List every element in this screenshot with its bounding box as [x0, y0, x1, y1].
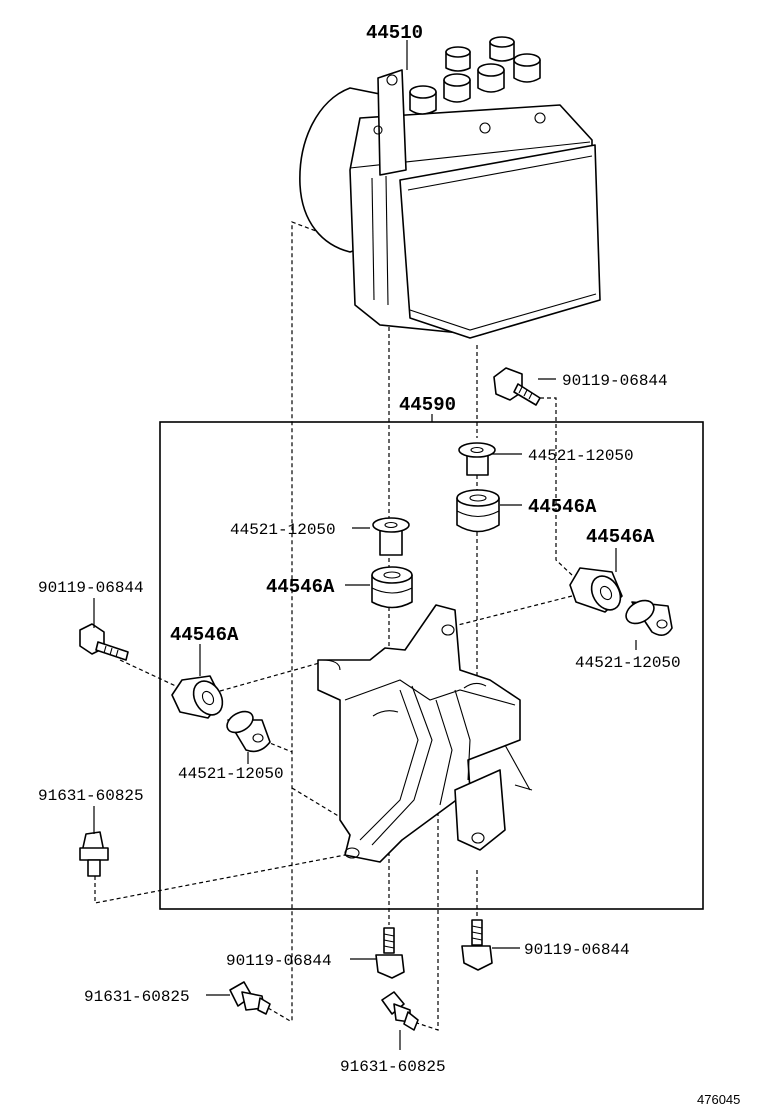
label-cushion-right: 44546A: [586, 526, 655, 548]
label-cushion-top: 44546A: [528, 496, 597, 518]
mounting-bracket: [317, 604, 533, 863]
label-screw-left: 91631-60825: [38, 787, 144, 805]
actuator-ports: [409, 36, 541, 115]
label-collar-top: 44521-12050: [528, 447, 634, 465]
label-actuator: 44510: [366, 22, 423, 44]
screw-left: [79, 831, 109, 877]
abs-actuator: [299, 36, 601, 339]
bolt-bottom-mid: [375, 927, 405, 979]
bolt-top-right: [493, 367, 541, 406]
collar-top: [458, 442, 496, 476]
screw-bottom-mid: [381, 991, 419, 1031]
cushion-left: [171, 675, 224, 719]
label-collar-right: 44521-12050: [575, 654, 681, 672]
label-cushion-left: 44546A: [170, 624, 239, 646]
label-screw-bottom-mid: 91631-60825: [340, 1058, 446, 1076]
label-bolt-top-right: 90119-06844: [562, 372, 668, 390]
label-bolt-left: 90119-06844: [38, 579, 144, 597]
cushion-top: [456, 489, 500, 533]
screw-bottom-left: [229, 981, 271, 1015]
label-screw-bottom-left: 91631-60825: [84, 988, 190, 1006]
collar-mid: [372, 517, 410, 556]
bolt-bottom-right: [461, 919, 493, 971]
illustration-id: 476045: [697, 1092, 740, 1107]
leader-lines: [93, 40, 637, 1050]
label-bracket-assembly: 44590: [399, 394, 456, 416]
label-bolt-bottom-right: 90119-06844: [524, 941, 630, 959]
collar-right: [625, 599, 673, 636]
assembly-guide-lines: [94, 221, 573, 1031]
label-cushion-mid: 44546A: [266, 576, 335, 598]
label-bolt-bottom-mid: 90119-06844: [226, 952, 332, 970]
label-collar-left: 44521-12050: [178, 765, 284, 783]
cushion-right: [569, 567, 623, 613]
cushion-mid: [371, 566, 413, 609]
collar-left: [226, 710, 271, 753]
label-collar-mid: 44521-12050: [230, 521, 336, 539]
bolt-left: [79, 623, 129, 661]
